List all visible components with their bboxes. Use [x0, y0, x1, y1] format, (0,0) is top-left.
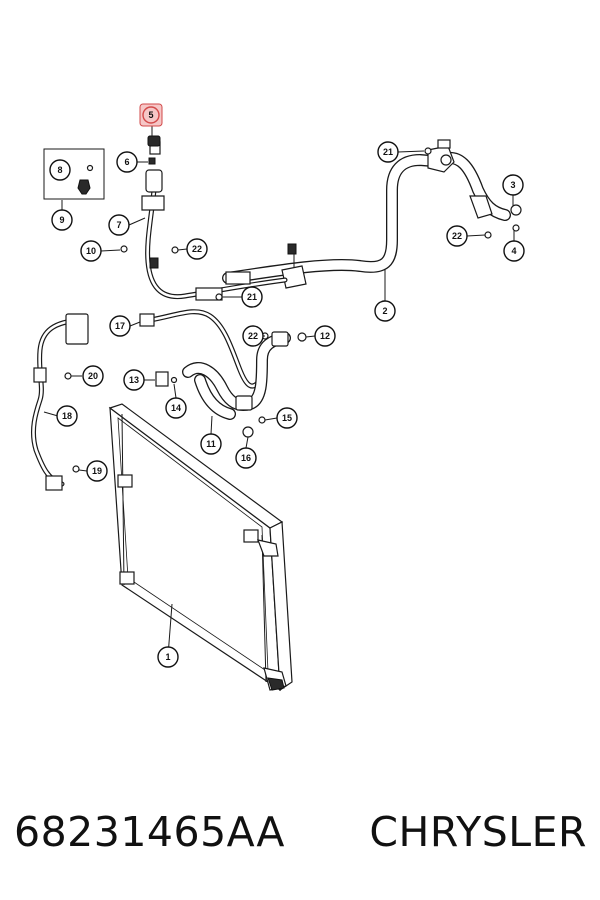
- callout-12: 12: [314, 325, 336, 347]
- callout-5-highlighted: 5: [139, 103, 163, 127]
- callout-11: 11: [200, 433, 222, 455]
- svg-text:9: 9: [59, 215, 64, 225]
- svg-text:13: 13: [129, 375, 139, 385]
- suction-hose: [222, 139, 511, 289]
- part-number: 68231465AA: [14, 808, 285, 856]
- svg-text:7: 7: [116, 220, 121, 230]
- callout-6: 6: [116, 151, 138, 173]
- callout-3: 3: [502, 174, 524, 196]
- callout-10: 10: [80, 240, 102, 262]
- svg-text:17: 17: [115, 321, 125, 331]
- svg-text:10: 10: [86, 246, 96, 256]
- callout-18: 18: [56, 405, 78, 427]
- callout-22-upper-left: 22: [186, 238, 208, 260]
- svg-text:18: 18: [62, 411, 72, 421]
- svg-text:5: 5: [148, 110, 153, 120]
- callout-22-center: 22: [242, 325, 264, 347]
- svg-text:15: 15: [282, 413, 292, 423]
- callout-8: 8: [49, 159, 71, 181]
- callout-7: 7: [108, 214, 130, 236]
- callout-14: 14: [165, 397, 187, 419]
- callout-9: 9: [51, 209, 73, 231]
- svg-text:22: 22: [248, 331, 258, 341]
- svg-text:8: 8: [57, 165, 62, 175]
- o-ring-part-16: [242, 426, 254, 438]
- callout-21-center: 21: [241, 286, 263, 308]
- svg-text:2: 2: [382, 306, 387, 316]
- ac-parts-diagram: 1 2 3 4 5 6 7 8 9 10 11 12 13 14 15 16 1…: [31, 103, 525, 692]
- svg-text:21: 21: [247, 292, 257, 302]
- svg-text:12: 12: [320, 331, 330, 341]
- pressure-switch-inset: [43, 148, 105, 200]
- svg-text:22: 22: [452, 231, 462, 241]
- svg-text:20: 20: [88, 371, 98, 381]
- leader-lines: [43, 124, 515, 657]
- svg-text:3: 3: [510, 180, 515, 190]
- left-ac-line: [31, 313, 89, 491]
- callout-1: 1: [157, 646, 179, 668]
- svg-text:16: 16: [241, 453, 251, 463]
- pressure-switch-icon: [77, 179, 91, 195]
- callout-4: 4: [503, 240, 525, 262]
- callout-16: 16: [235, 447, 257, 469]
- discharge-hose: [182, 331, 291, 420]
- cap-part-5: [147, 135, 161, 147]
- svg-text:6: 6: [124, 157, 129, 167]
- svg-text:4: 4: [511, 246, 516, 256]
- svg-text:19: 19: [92, 466, 102, 476]
- callout-15: 15: [276, 407, 298, 429]
- callout-22-right: 22: [446, 225, 468, 247]
- brand-name: CHRYSLER: [369, 808, 587, 856]
- condenser: [108, 403, 293, 692]
- svg-text:14: 14: [171, 403, 181, 413]
- callout-21-top-right: 21: [377, 141, 399, 163]
- svg-text:11: 11: [206, 439, 216, 449]
- callout-20: 20: [82, 365, 104, 387]
- callout-19: 19: [86, 460, 108, 482]
- svg-text:22: 22: [192, 244, 202, 254]
- callout-2: 2: [374, 300, 396, 322]
- callout-17: 17: [109, 315, 131, 337]
- sensor-part-13: [155, 371, 169, 387]
- footer: 68231465AA CHRYSLER: [0, 800, 600, 864]
- svg-text:1: 1: [165, 652, 170, 662]
- svg-text:21: 21: [383, 147, 393, 157]
- callout-13: 13: [123, 369, 145, 391]
- valve-core-part-6: [148, 157, 156, 165]
